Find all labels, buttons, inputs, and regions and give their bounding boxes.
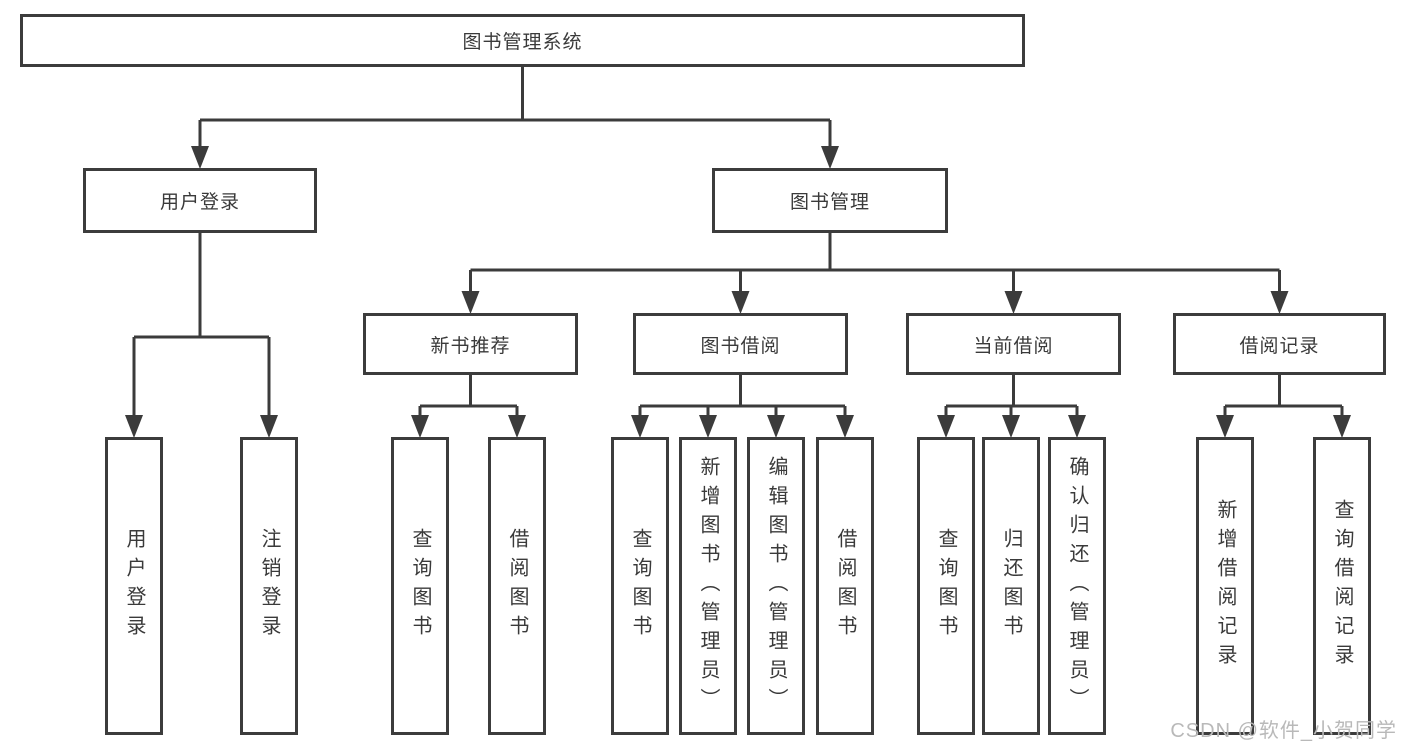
- diagram-node-login-user: 用户登录: [105, 437, 163, 735]
- diagram-node-rec-borrow-book: 借阅图书: [488, 437, 546, 735]
- arrowhead-icon: [631, 415, 649, 438]
- diagram-node-br-query-record: 查询借阅记录: [1313, 437, 1371, 735]
- diagram-node-cb-confirm-return: 确认归还（管理员）: [1048, 437, 1106, 735]
- arrowhead-icon: [767, 415, 785, 438]
- diagram-node-logout-user: 注销登录: [240, 437, 298, 735]
- arrowhead-icon: [125, 415, 143, 438]
- diagram-node-book-mgmt: 图书管理: [712, 168, 948, 233]
- diagram-node-user-login: 用户登录: [83, 168, 317, 233]
- arrowhead-icon: [731, 291, 750, 314]
- diagram-node-cb-query-book: 查询图书: [917, 437, 975, 735]
- diagram-node-new-book-rec: 新书推荐: [363, 313, 578, 375]
- arrowhead-icon: [411, 415, 429, 438]
- diagram-node-bb-borrow-book: 借阅图书: [816, 437, 874, 735]
- arrowhead-icon: [1270, 291, 1289, 314]
- arrowhead-icon: [1216, 415, 1234, 438]
- diagram-node-bb-edit-book: 编辑图书（管理员）: [747, 437, 805, 735]
- diagram-node-root: 图书管理系统: [20, 14, 1025, 67]
- arrowhead-icon: [191, 146, 209, 169]
- diagram-node-bb-add-book: 新增图书（管理员）: [679, 437, 737, 735]
- diagram-node-bb-query-book: 查询图书: [611, 437, 669, 735]
- arrowhead-icon: [1004, 291, 1023, 314]
- arrowhead-icon: [1002, 415, 1020, 438]
- arrowhead-icon: [836, 415, 854, 438]
- arrowhead-icon: [260, 415, 278, 438]
- arrowhead-icon: [1068, 415, 1086, 438]
- diagram-node-cb-return-book: 归还图书: [982, 437, 1040, 735]
- arrowhead-icon: [461, 291, 480, 314]
- diagram-node-rec-query-book: 查询图书: [391, 437, 449, 735]
- arrowhead-icon: [508, 415, 526, 438]
- diagram-node-borrow-records: 借阅记录: [1173, 313, 1386, 375]
- arrowhead-icon: [821, 146, 839, 169]
- arrowhead-icon: [937, 415, 955, 438]
- arrowhead-icon: [699, 415, 717, 438]
- diagram-node-current-borrow: 当前借阅: [906, 313, 1121, 375]
- diagram-node-book-borrow: 图书借阅: [633, 313, 848, 375]
- arrowhead-icon: [1333, 415, 1351, 438]
- diagram-node-br-add-record: 新增借阅记录: [1196, 437, 1254, 735]
